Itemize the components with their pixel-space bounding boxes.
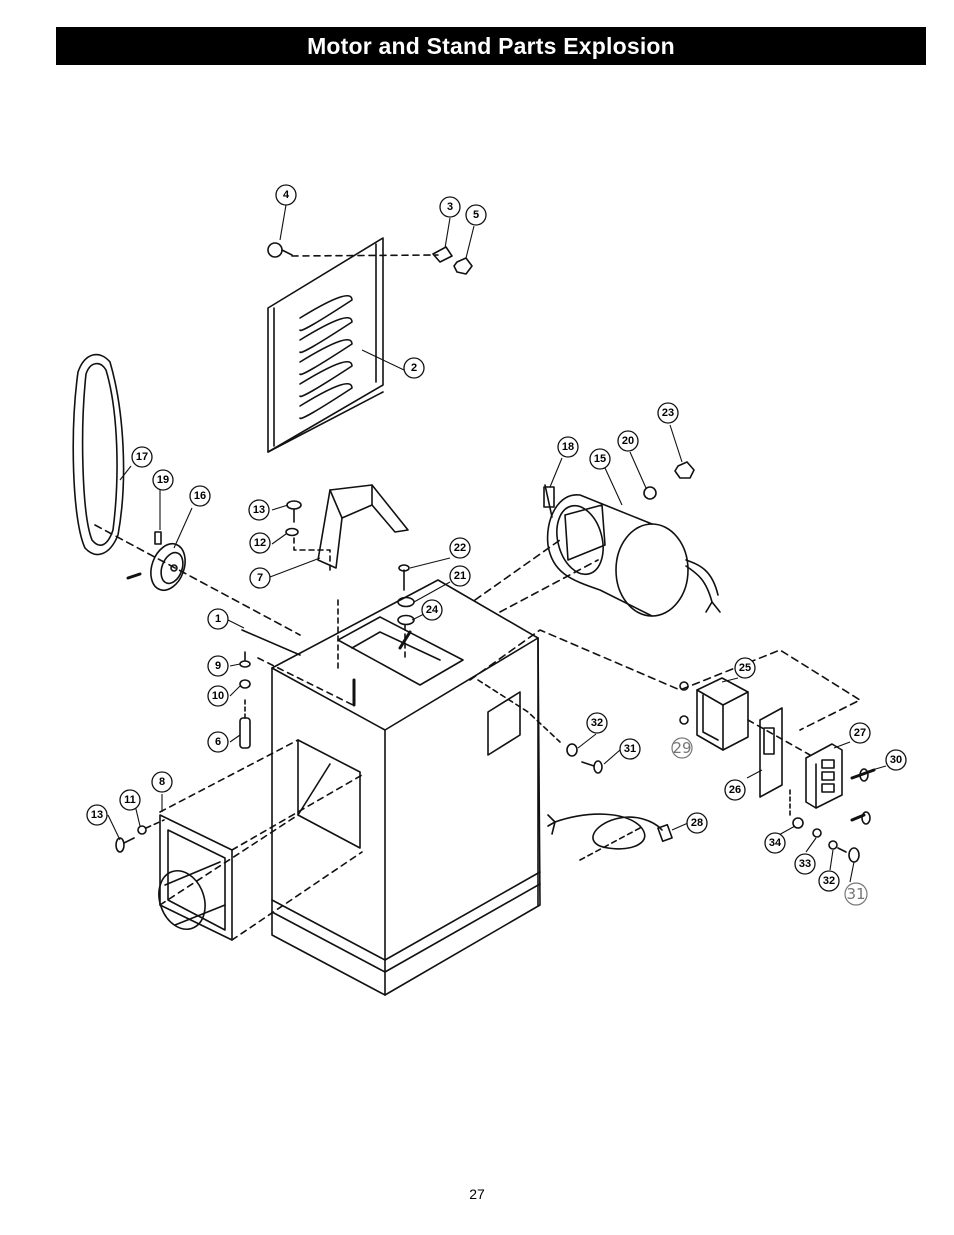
callout-label: 9 (215, 660, 221, 672)
motor (543, 484, 721, 617)
switch-plate (759, 707, 783, 798)
title-bar: Motor and Stand Parts Explosion (56, 27, 926, 65)
callout-label: 12 (254, 537, 266, 549)
callout-label: 32 (591, 717, 603, 729)
callout-label: 32 (823, 875, 835, 887)
callout-label: 18 (562, 441, 574, 453)
callout-10 (207, 685, 229, 707)
callout-32-right (818, 870, 840, 892)
callout-label: 10 (212, 690, 224, 702)
page-title: Motor and Stand Parts Explosion (307, 32, 675, 59)
callout-label: 13 (253, 504, 265, 516)
callout-label: 7 (257, 572, 263, 584)
callout-label: 22 (454, 542, 466, 554)
callout-5 (465, 204, 487, 226)
motor-bracket (317, 484, 409, 569)
louvered-door-panel (267, 237, 384, 453)
port-screw (115, 825, 147, 853)
latch (432, 246, 473, 275)
callout-15 (589, 448, 611, 470)
callout-label: 30 (890, 754, 902, 766)
dust-port (158, 814, 233, 941)
callout-label: 13 (91, 809, 103, 821)
callout-label: 1 (215, 613, 221, 625)
callout-29 (671, 737, 693, 759)
callout-label: 31 (624, 743, 636, 755)
bumper-parts (239, 651, 251, 749)
callout-20 (617, 430, 639, 452)
switch-screws (850, 768, 876, 825)
callout-25 (734, 657, 756, 679)
callout-label: 11 (124, 794, 136, 806)
callout-34 (764, 832, 786, 854)
callout-32-left (586, 712, 608, 734)
callout-16 (189, 485, 211, 507)
mount-bolts (397, 564, 415, 650)
callout-33 (794, 853, 816, 875)
callout-label: 15 (594, 453, 606, 465)
callout-1 (207, 608, 229, 630)
callout-3 (439, 196, 461, 218)
callout-label: 17 (136, 451, 148, 463)
callout-label: 26 (729, 784, 741, 796)
callout-8 (151, 771, 173, 793)
callout-19 (152, 469, 174, 491)
switch-box (696, 677, 749, 751)
callout-label: 5 (473, 209, 479, 221)
callout-4 (275, 184, 297, 206)
callout-label: 4 (283, 189, 290, 201)
callout-2 (403, 357, 425, 379)
callout-31-left (619, 738, 641, 760)
callout-label: 3 (447, 201, 453, 213)
callout-28 (686, 812, 708, 834)
motor-pulley (126, 531, 186, 592)
callout-label: 2 (411, 362, 417, 374)
callout-17 (131, 446, 153, 468)
callout-label: 6 (215, 736, 221, 748)
callout-23 (657, 402, 679, 424)
callout-label: 8 (159, 776, 165, 788)
callout-label: 27 (854, 727, 866, 739)
callout-30 (885, 749, 907, 771)
callout-11 (119, 789, 141, 811)
callout-9 (207, 655, 229, 677)
callout-label: 34 (769, 837, 782, 849)
washer-and-nut (643, 461, 695, 500)
callout-22 (449, 537, 471, 559)
callout-label: 23 (662, 407, 674, 419)
callout-label: 16 (194, 490, 206, 502)
callout-label: 31 (846, 885, 865, 903)
callout-label: 25 (739, 662, 751, 674)
bolt-and-washer (285, 500, 302, 537)
callout-31-right (844, 882, 868, 906)
callout-12 (249, 532, 271, 554)
cabinet-screw (566, 743, 603, 774)
callout-13-top (248, 499, 270, 521)
callout-label: 20 (622, 435, 634, 447)
power-cord (547, 813, 673, 861)
page-number: 27 (469, 1186, 485, 1202)
callout-24 (421, 599, 443, 621)
callout-label: 28 (691, 817, 703, 829)
callout-21 (449, 565, 471, 587)
knob (267, 242, 293, 258)
callout-18 (557, 436, 579, 458)
callout-label: 19 (157, 474, 169, 486)
callout-label: 21 (454, 570, 466, 582)
callout-13-bottom (86, 804, 108, 826)
callout-label: 24 (426, 604, 439, 616)
callout-6 (207, 731, 229, 753)
stand-cabinet (271, 579, 541, 996)
callout-7 (249, 567, 271, 589)
drive-belt (72, 353, 125, 556)
callout-27 (849, 722, 871, 744)
paddle-switch (805, 743, 843, 809)
callout-label: 29 (672, 739, 691, 757)
callout-label: 33 (799, 858, 811, 870)
callout-26 (724, 779, 746, 801)
